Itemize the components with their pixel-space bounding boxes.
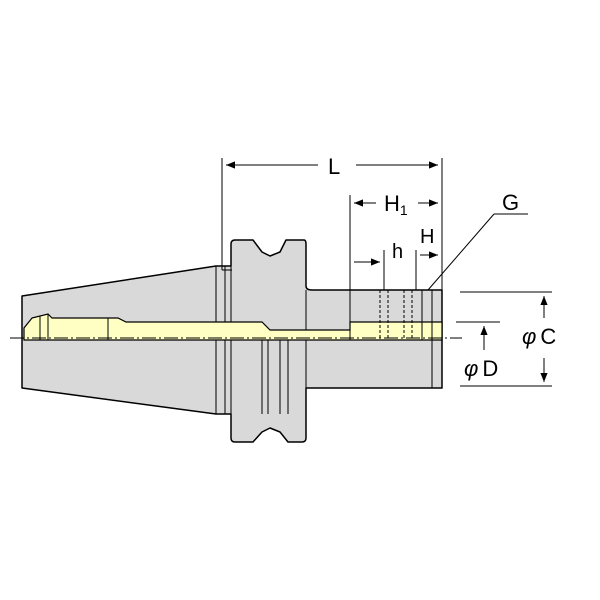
dimension-H1 bbox=[349, 195, 438, 290]
hidden-lines bbox=[379, 290, 413, 340]
label-G: G bbox=[502, 190, 519, 215]
lower-groove-lines bbox=[261, 340, 289, 414]
dimension-L bbox=[221, 158, 443, 290]
label-H: H bbox=[420, 226, 434, 248]
bore-detail-lines bbox=[39, 314, 109, 340]
leader-G bbox=[427, 213, 495, 291]
label-L: L bbox=[328, 154, 340, 179]
front-end-lines bbox=[349, 290, 433, 388]
center-bore bbox=[23, 313, 443, 341]
holder-body bbox=[21, 239, 443, 443]
dimension-phi-D bbox=[456, 321, 500, 350]
dimension-phi-C bbox=[460, 291, 552, 387]
label-H1: H1 bbox=[384, 191, 408, 218]
label-h: h bbox=[392, 241, 403, 263]
dimension-h bbox=[354, 250, 385, 290]
dimension-H bbox=[415, 250, 438, 290]
